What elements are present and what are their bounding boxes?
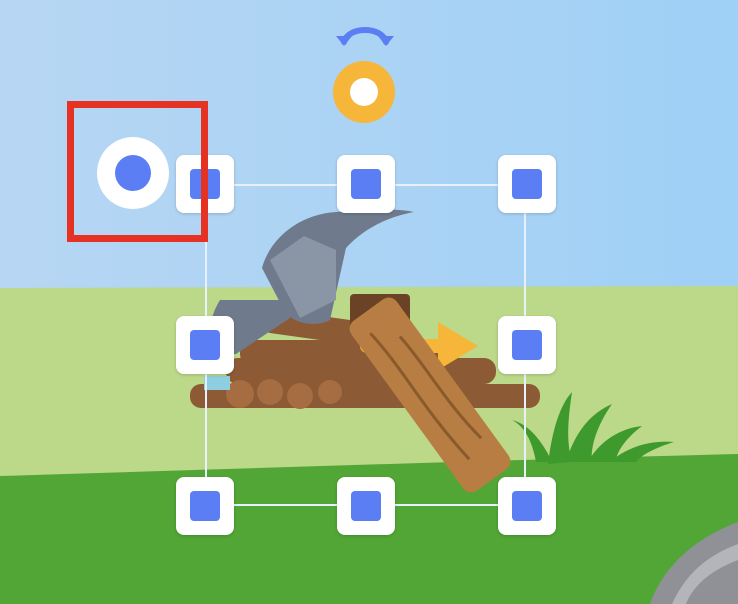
resize-handle-middle-right[interactable] [498, 316, 556, 374]
grass-tuft [512, 392, 674, 464]
hammer-handle [349, 297, 511, 493]
handle-square [190, 169, 220, 199]
handle-square [190, 491, 220, 521]
pivot-point-center [115, 155, 151, 191]
resize-handle-bottom-center[interactable] [337, 477, 395, 535]
hammer-head [204, 209, 414, 390]
resize-handle-top-left[interactable] [176, 155, 234, 213]
resize-handle-top-right[interactable] [498, 155, 556, 213]
rock [650, 522, 738, 604]
handle-square [512, 330, 542, 360]
rotate-arrow-icon[interactable] [334, 20, 396, 50]
resize-handle-top-center[interactable] [337, 155, 395, 213]
resize-handle-bottom-left[interactable] [176, 477, 234, 535]
handle-square [351, 491, 381, 521]
handle-square [190, 330, 220, 360]
rotate-handle-center [350, 78, 378, 106]
pivot-point-icon[interactable] [97, 137, 169, 209]
handle-square [512, 169, 542, 199]
rotate-handle[interactable] [333, 61, 395, 123]
handle-square [512, 491, 542, 521]
handle-square [351, 169, 381, 199]
resize-handle-bottom-right[interactable] [498, 477, 556, 535]
resize-handle-middle-left[interactable] [176, 316, 234, 374]
